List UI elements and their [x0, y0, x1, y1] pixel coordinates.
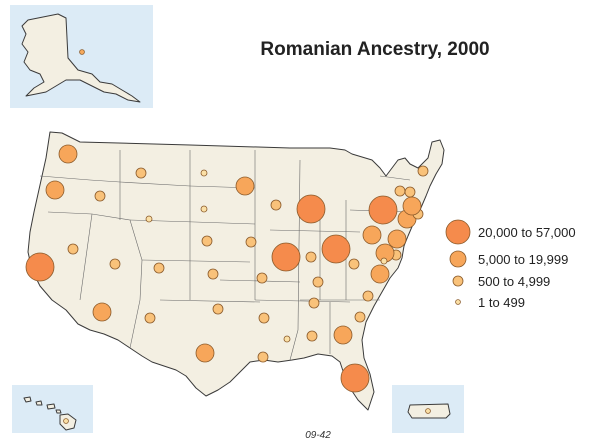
state-symbol-ME — [417, 165, 429, 177]
state-symbol-SD — [200, 205, 208, 213]
state-symbol-TN — [308, 297, 320, 309]
legend-label-1: 20,000 to 57,000 — [478, 225, 576, 240]
state-symbol-WY — [145, 215, 153, 223]
state-symbol-NC — [362, 290, 374, 302]
puerto-rico-inset — [392, 385, 464, 433]
state-symbol-UT — [109, 258, 121, 270]
legend-label-4: 1 to 499 — [478, 295, 525, 310]
state-symbol-ND — [200, 169, 208, 177]
state-symbol-NV — [67, 243, 79, 255]
state-symbol-CA — [25, 252, 55, 282]
state-symbol-LA — [257, 351, 269, 363]
state-symbol-KS — [207, 268, 219, 280]
state-symbol-IN — [305, 251, 317, 263]
legend-label-2: 5,000 to 19,999 — [478, 252, 568, 267]
legend: 20,000 to 57,000 5,000 to 19,999 500 to … — [445, 219, 576, 310]
legend-symbol-small — [452, 275, 464, 287]
state-symbol-DC — [380, 257, 388, 265]
state-symbol-OH — [321, 234, 351, 264]
state-symbol-PR — [425, 408, 431, 414]
state-symbol-MN — [235, 176, 255, 196]
legend-symbol-medium — [449, 250, 467, 268]
state-symbol-MT — [135, 167, 147, 179]
state-symbol-AL — [306, 330, 318, 342]
state-symbol-MI — [296, 194, 326, 224]
state-symbol-AZ — [92, 302, 112, 322]
state-symbol-TX — [195, 343, 215, 363]
state-symbol-WV — [348, 258, 360, 270]
state-symbols — [25, 144, 429, 393]
state-symbol-FL — [340, 363, 370, 393]
state-symbol-NE — [201, 235, 213, 247]
state-symbol-VA — [370, 264, 390, 284]
state-symbol-HI — [63, 418, 69, 424]
state-symbol-SC — [354, 311, 366, 323]
legend-symbol-large — [445, 219, 471, 245]
legend-symbol-tiny — [455, 299, 461, 305]
state-symbol-GA — [333, 325, 353, 345]
state-symbol-WI — [270, 199, 282, 211]
state-symbol-OK — [212, 303, 224, 315]
state-symbol-NJ — [387, 229, 407, 249]
state-symbol-VT — [394, 185, 406, 197]
state-symbol-PA — [362, 225, 382, 245]
state-symbol-ID — [94, 190, 106, 202]
alaska-inset — [10, 5, 153, 108]
hawaii-inset — [12, 385, 93, 433]
state-symbol-AR — [258, 312, 270, 324]
state-symbol-IA — [245, 236, 257, 248]
state-symbol-CO — [153, 262, 165, 274]
state-symbol-IL — [271, 242, 301, 272]
figure-code: 09-42 — [305, 430, 331, 441]
state-symbol-NH — [404, 186, 416, 198]
state-symbol-WA — [58, 144, 78, 164]
state-symbol-MO — [256, 272, 268, 284]
state-symbol-KY — [312, 276, 324, 288]
state-symbol-AK — [79, 49, 85, 55]
legend-label-3: 500 to 4,999 — [478, 274, 550, 289]
map-title: Romanian Ancestry, 2000 — [260, 39, 489, 60]
state-symbol-NY — [368, 195, 398, 225]
state-symbol-NM — [144, 312, 156, 324]
state-symbol-MA — [402, 196, 422, 216]
state-symbol-MS — [283, 335, 291, 343]
state-symbol-OR — [45, 180, 65, 200]
